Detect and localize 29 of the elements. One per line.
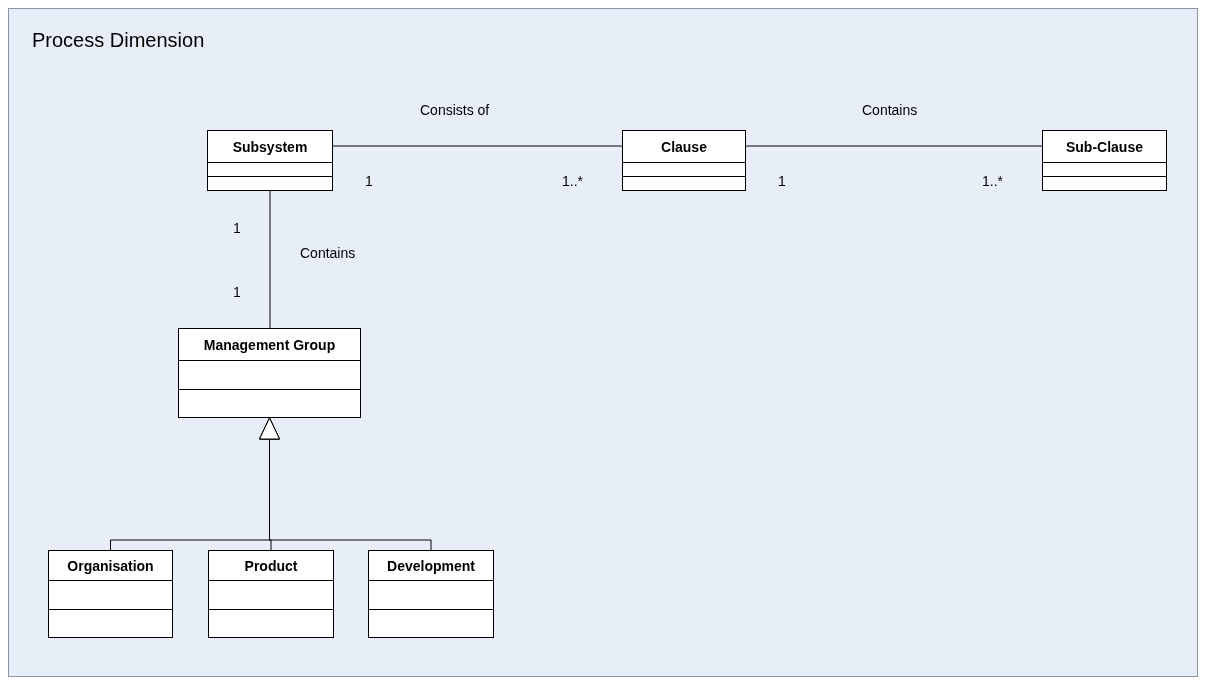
class-name: Sub-Clause bbox=[1066, 138, 1143, 155]
class-box bbox=[207, 130, 333, 191]
multiplicity-label: 1 bbox=[365, 173, 373, 189]
package-frame bbox=[8, 8, 1198, 677]
class-box bbox=[208, 550, 334, 638]
frame-title: Process Dimension bbox=[32, 29, 205, 52]
class-box bbox=[368, 550, 494, 638]
class-name: Development bbox=[387, 557, 475, 574]
edge-label: Contains bbox=[300, 245, 356, 261]
edge-label: Consists of bbox=[420, 102, 490, 118]
class-name: Subsystem bbox=[232, 138, 308, 155]
class-name: Product bbox=[244, 557, 298, 574]
edge-label: Contains bbox=[862, 102, 918, 118]
class-name: Clause bbox=[661, 138, 707, 155]
association-line bbox=[332, 145, 623, 147]
association-line bbox=[745, 145, 1043, 147]
multiplicity-label: 1 bbox=[233, 220, 241, 236]
class-box bbox=[178, 328, 361, 418]
class-box bbox=[622, 130, 746, 191]
multiplicity-label: 1 bbox=[778, 173, 786, 189]
class-box bbox=[1042, 130, 1167, 191]
multiplicity-label: 1..* bbox=[562, 173, 583, 189]
class-name: Organisation bbox=[67, 557, 154, 574]
multiplicity-label: 1 bbox=[233, 284, 241, 300]
generalization-arrow bbox=[259, 417, 432, 551]
association-line bbox=[269, 190, 271, 329]
multiplicity-label: 1..* bbox=[982, 173, 1003, 189]
class-box bbox=[48, 550, 173, 638]
class-name: Management Group bbox=[203, 336, 336, 353]
